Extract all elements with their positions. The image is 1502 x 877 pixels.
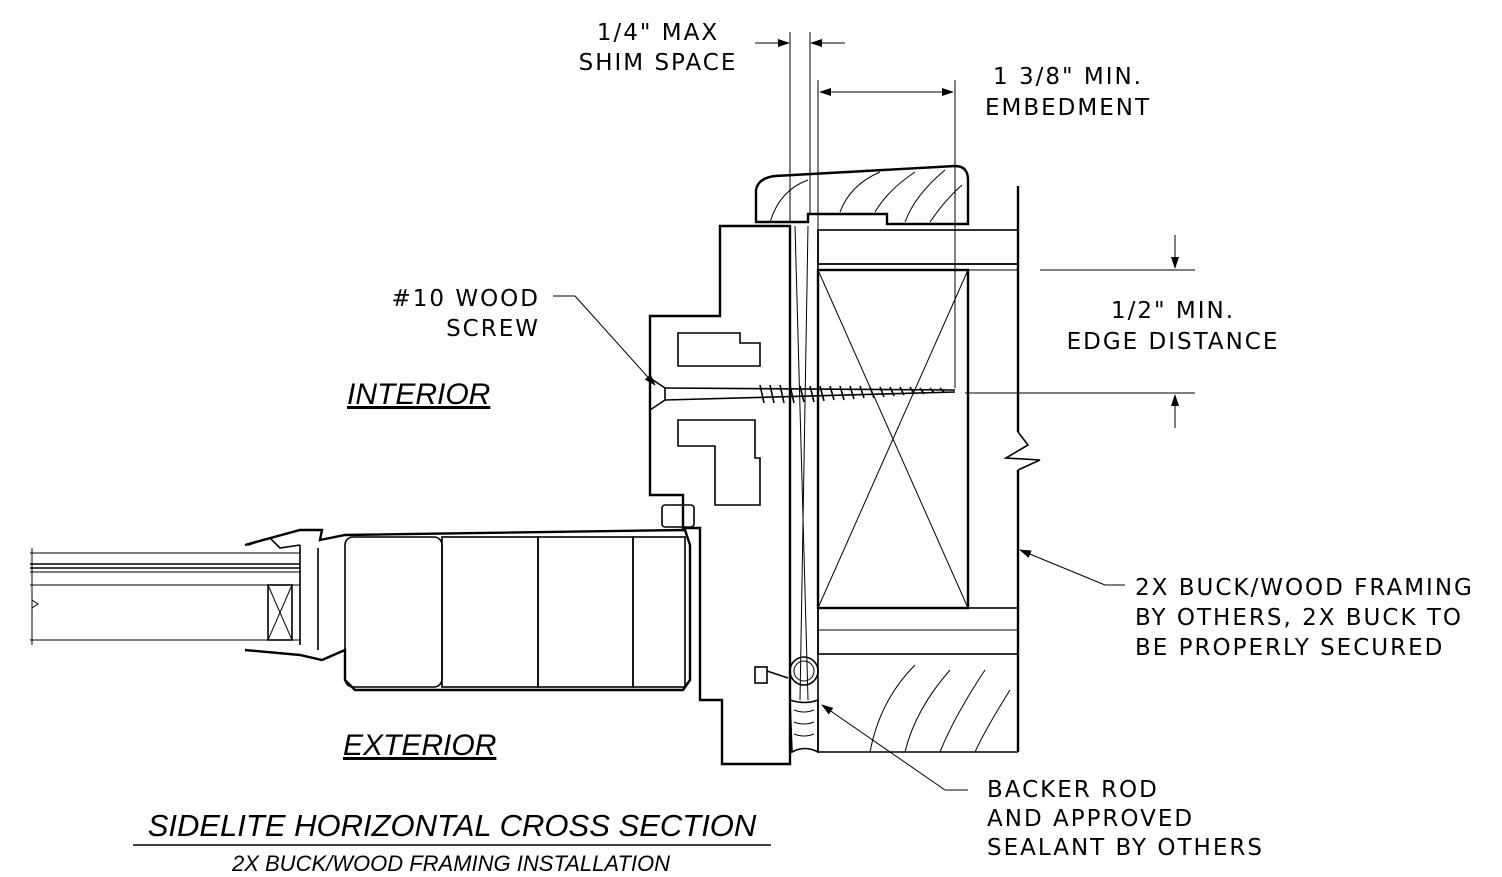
backer-rod-label-line1: BACKER ROD (987, 777, 1159, 803)
sidelite-panel (30, 528, 692, 692)
exterior-label: EXTERIOR (343, 729, 496, 762)
edge-distance-label-line2: EDGE DISTANCE (1067, 329, 1280, 355)
framing-label-line1: 2X BUCK/WOOD FRAMING (1135, 575, 1474, 601)
wall-framing (754, 164, 1041, 753)
annotation-labels: 1/4" MAX SHIM SPACE 1 3/8" MIN. EMBEDMEN… (343, 20, 1474, 861)
embedment-label-line1: 1 3/8" MIN. (993, 64, 1143, 90)
shim-space-label-line2: SHIM SPACE (579, 50, 738, 76)
framing-label-line3: BE PROPERLY SECURED (1135, 635, 1444, 661)
wood-screw (649, 377, 956, 411)
dimension-lines (553, 32, 1195, 791)
edge-distance-label-line1: 1/2" MIN. (1111, 298, 1235, 324)
backer-rod-label-line2: AND APPROVED (987, 806, 1194, 832)
framing-label-line2: BY OTHERS, 2X BUCK TO (1135, 605, 1463, 631)
backer-rod-label-line3: SEALANT BY OTHERS (987, 835, 1264, 861)
door-frame (648, 224, 819, 766)
embedment-label-line2: EMBEDMENT (985, 95, 1151, 121)
screw-label-line1: #10 WOOD (391, 286, 540, 312)
interior-label: INTERIOR (347, 378, 490, 411)
drawing-title: SIDELITE HORIZONTAL CROSS SECTION (148, 808, 757, 843)
drawing-subtitle: 2X BUCK/WOOD FRAMING INSTALLATION (231, 851, 670, 876)
screw-label-line2: SCREW (446, 316, 540, 342)
drawing-title-block: SIDELITE HORIZONTAL CROSS SECTION 2X BUC… (133, 808, 771, 876)
shim-space-label-line1: 1/4" MAX (597, 20, 719, 46)
